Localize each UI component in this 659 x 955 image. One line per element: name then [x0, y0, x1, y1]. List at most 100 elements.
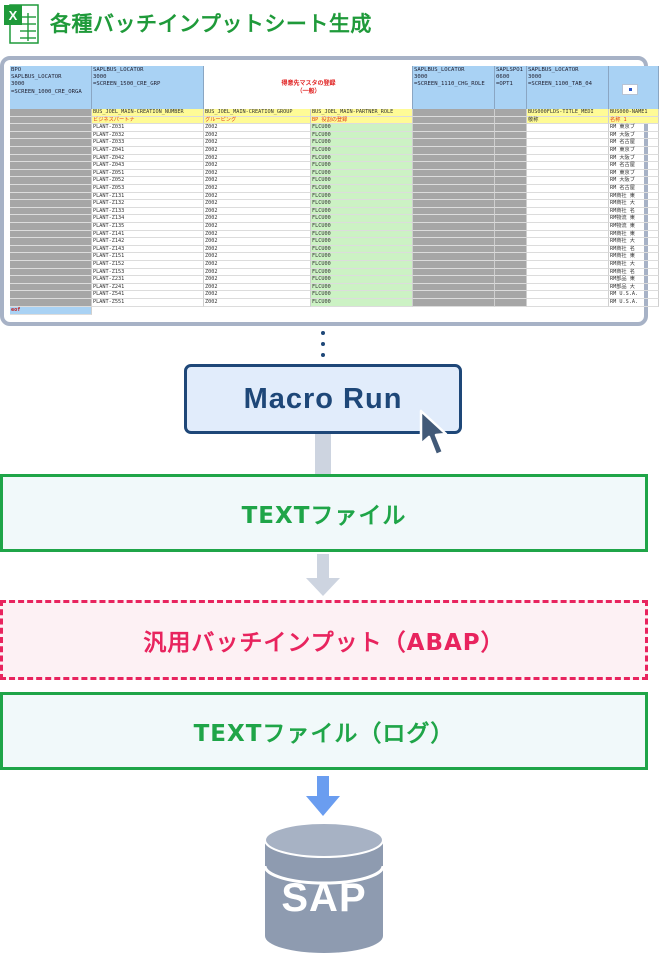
sheet-cell: Z002	[204, 169, 311, 178]
sheet-cell: RM物流 東	[609, 223, 659, 231]
sheet-cell: Z002	[204, 276, 311, 284]
sheet-cell	[10, 245, 92, 254]
sap-label: SAP	[281, 876, 367, 920]
sheet-cell	[527, 185, 609, 193]
sheet-cell	[495, 131, 527, 140]
sheet-header-block	[204, 66, 413, 109]
down-arrow-icon	[306, 554, 340, 596]
sheet-cell	[495, 207, 527, 216]
sheet-cell	[10, 200, 92, 208]
ellipsis-dot	[321, 342, 325, 346]
sheet-cell: Z002	[204, 245, 311, 254]
sheet-cell	[527, 177, 609, 185]
sheet-cell: Z002	[204, 238, 311, 246]
sheet-cell	[10, 268, 92, 277]
sheet-cell: BP 役割の登録	[311, 116, 413, 125]
sheet-cell	[10, 139, 92, 147]
sheet-cell	[527, 124, 609, 132]
sheet-cell: Z002	[204, 131, 311, 140]
sheet-cell	[495, 162, 527, 170]
sheet-cell: Z002	[204, 124, 311, 132]
sheet-cell	[495, 238, 527, 246]
sheet-cell: Z002	[204, 215, 311, 223]
sheet-cell	[527, 131, 609, 140]
sheet-cell	[527, 276, 609, 284]
sheet-cell: Z002	[204, 299, 311, 307]
sheet-cell	[413, 230, 495, 239]
sheet-cell	[413, 177, 495, 185]
sheet-cell: PLANT-Z153	[92, 268, 204, 277]
sheet-cell	[527, 245, 609, 254]
sheet-cell: Z002	[204, 200, 311, 208]
sheet-cell	[527, 291, 609, 299]
sheet-cell: FLCU00	[311, 223, 413, 231]
sheet-cell: FLCU00	[311, 283, 413, 292]
sheet-cell	[413, 162, 495, 170]
sheet-cell: 敬称	[527, 116, 609, 125]
sheet-cell	[413, 268, 495, 277]
sheet-cell	[527, 283, 609, 292]
spreadsheet-preview: BPO SAPLBUS_LOCATOR 3000 =SCREEN_1000_CR…	[0, 56, 659, 326]
sheet-cell	[413, 131, 495, 140]
sheet-cell: PLANT-Z541	[92, 291, 204, 299]
sheet-cell: RM商社 大	[609, 200, 659, 208]
macro-run-button[interactable]: Macro Run	[184, 364, 462, 434]
sheet-cell	[495, 169, 527, 178]
sheet-cell	[527, 261, 609, 269]
sheet-cell	[527, 223, 609, 231]
sheet-cell	[527, 192, 609, 201]
sheet-cell: PLANT-Z033	[92, 139, 204, 147]
sheet-cell	[495, 261, 527, 269]
sheet-cell: Z002	[204, 207, 311, 216]
sheet-cell	[10, 147, 92, 155]
sheet-mid-title: 得意先マスタの登録 （一般）	[281, 80, 336, 95]
sheet-cell	[495, 276, 527, 284]
sheet-cell: Z002	[204, 230, 311, 239]
sheet-cell: PLANT-Z241	[92, 283, 204, 292]
sheet-cell: Z002	[204, 147, 311, 155]
sheet-cell: FLCU00	[311, 185, 413, 193]
sheet-cell	[413, 299, 495, 307]
sheet-cell	[527, 207, 609, 216]
sheet-cell	[495, 154, 527, 163]
sheet-cell: PLANT-Z142	[92, 238, 204, 246]
sheet-cell: FLCU00	[311, 230, 413, 239]
sheet-cell: Z002	[204, 192, 311, 201]
sheet-cell: BUS_JOEL_MAIN-PARTNER_ROLE	[311, 109, 413, 117]
sheet-cell: Z002	[204, 268, 311, 277]
sheet-cell	[413, 261, 495, 269]
sheet-cell: PLANT-Z231	[92, 276, 204, 284]
sheet-cell	[527, 230, 609, 239]
sheet-cell	[527, 147, 609, 155]
sheet-cell	[527, 268, 609, 277]
sheet-cell	[495, 299, 527, 307]
sheet-cell: BUS_JOEL_MAIN-CREATION_GROUP	[204, 109, 311, 117]
sheet-cell	[10, 124, 92, 132]
sheet-cell: PLANT-Z042	[92, 154, 204, 163]
sheet-cell: RM商社 東	[609, 253, 659, 261]
sheet-cell: FLCU00	[311, 162, 413, 170]
sheet-cell: FLCU00	[311, 245, 413, 254]
sheet-cell	[527, 215, 609, 223]
sheet-cell: FLCU00	[311, 299, 413, 307]
sheet-cell: Z002	[204, 139, 311, 147]
sheet-cell: PLANT-Z141	[92, 230, 204, 239]
sheet-cell: PLANT-Z151	[92, 253, 204, 261]
sheet-cell: PLANT-Z053	[92, 185, 204, 193]
sheet-cell: FLCU00	[311, 261, 413, 269]
sheet-cell	[10, 192, 92, 201]
sheet-cell: FLCU00	[311, 200, 413, 208]
sheet-cell: FLCU00	[311, 268, 413, 277]
sheet-cell: FLCU00	[311, 147, 413, 155]
sheet-cell	[413, 223, 495, 231]
